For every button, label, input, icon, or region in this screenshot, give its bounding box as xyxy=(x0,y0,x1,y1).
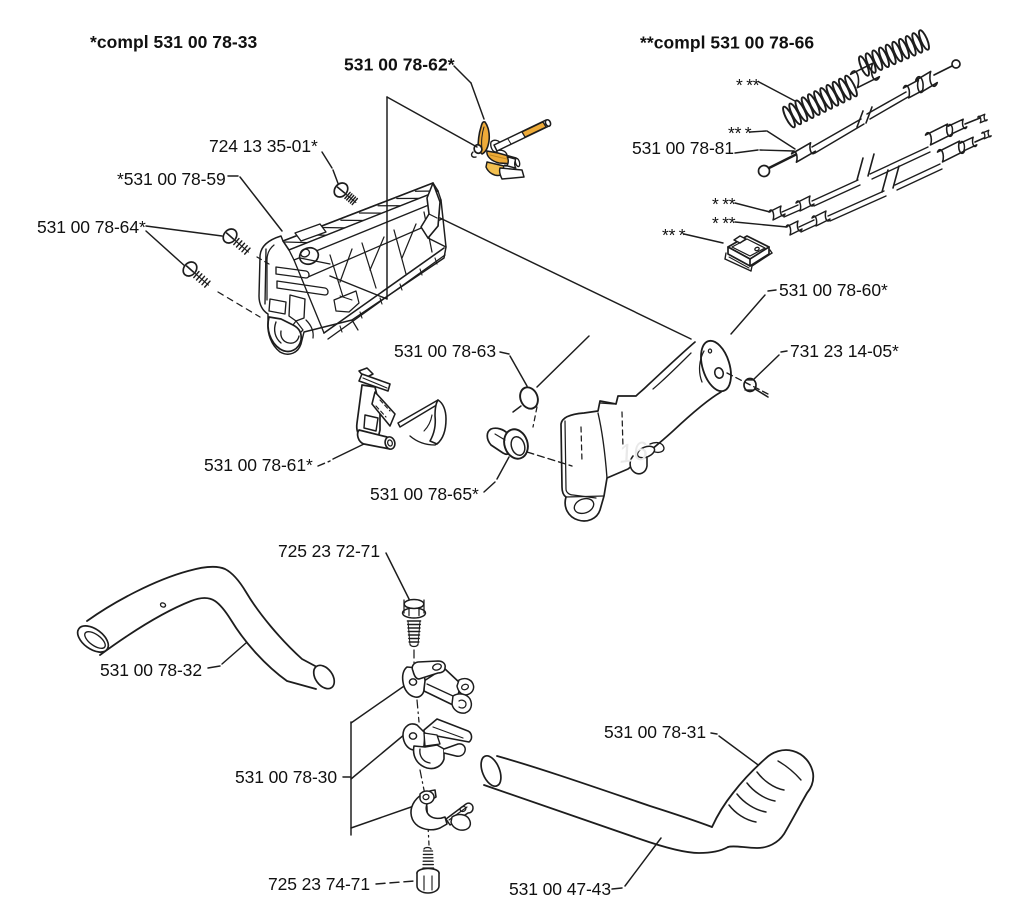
svg-text:*531 00 78-59: *531 00 78-59 xyxy=(117,169,226,189)
svg-text:*: * xyxy=(712,213,719,233)
svg-text:531 00 78-32: 531 00 78-32 xyxy=(100,660,202,680)
svg-text:531 00 78-62*: 531 00 78-62* xyxy=(344,55,455,75)
svg-text:531 00 78-65*: 531 00 78-65* xyxy=(370,484,479,504)
svg-text:*: * xyxy=(736,75,743,95)
svg-text:*: * xyxy=(712,194,719,214)
svg-text:*: * xyxy=(745,123,752,143)
svg-text:*: * xyxy=(753,75,760,95)
svg-text:531 00 47-43: 531 00 47-43 xyxy=(509,879,611,899)
svg-text:*: * xyxy=(669,225,676,245)
svg-text:*: * xyxy=(662,225,669,245)
svg-text:725 23 72-71: 725 23 72-71 xyxy=(278,541,380,561)
svg-text:724 13 35-01*: 724 13 35-01* xyxy=(209,136,318,156)
svg-text:16: 16 xyxy=(617,435,650,469)
svg-text:*: * xyxy=(679,225,686,245)
svg-text:531 00 78-81: 531 00 78-81 xyxy=(632,138,734,158)
svg-text:**compl 531 00 78-66: **compl 531 00 78-66 xyxy=(640,33,814,53)
svg-text:531 00 78-30: 531 00 78-30 xyxy=(235,767,337,787)
svg-text:531 00 78-63: 531 00 78-63 xyxy=(394,341,496,361)
svg-text:531 00 78-64*: 531 00 78-64* xyxy=(37,217,146,237)
svg-text:*: * xyxy=(735,123,742,143)
svg-text:*: * xyxy=(729,194,736,214)
svg-text:531 00 78-31: 531 00 78-31 xyxy=(604,722,706,742)
svg-text:*: * xyxy=(722,213,729,233)
svg-text:531 00 78-61*: 531 00 78-61* xyxy=(204,455,313,475)
svg-text:*: * xyxy=(729,213,736,233)
svg-text:*: * xyxy=(722,194,729,214)
svg-text:725 23 74-71: 725 23 74-71 xyxy=(268,874,370,894)
svg-text:*: * xyxy=(728,123,735,143)
svg-text:*compl 531 00 78-33: *compl 531 00 78-33 xyxy=(90,32,258,52)
svg-text:*: * xyxy=(746,75,753,95)
svg-text:531 00 78-60*: 531 00 78-60* xyxy=(779,280,888,300)
svg-text:731 23 14-05*: 731 23 14-05* xyxy=(790,341,899,361)
